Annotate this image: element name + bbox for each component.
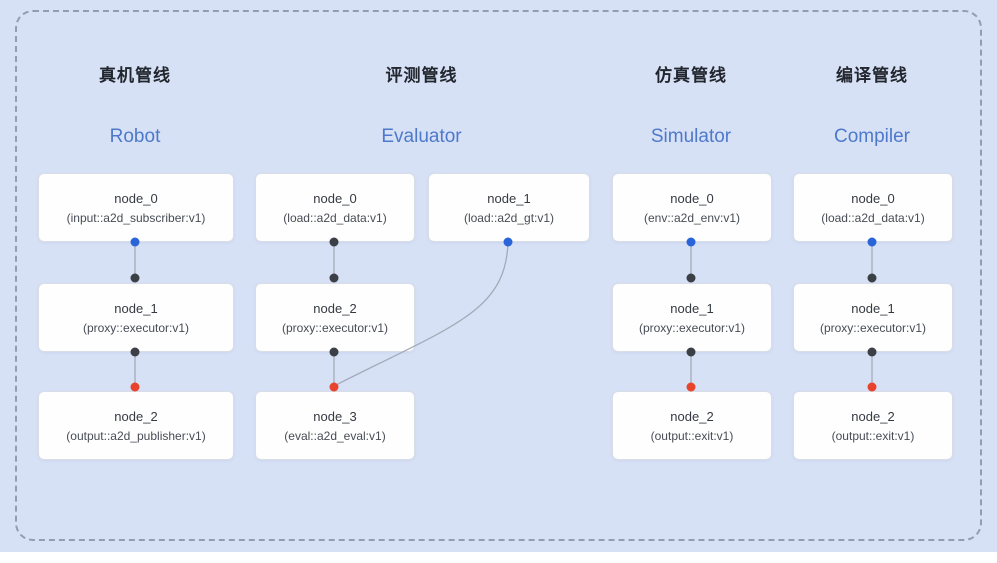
- node-card[interactable]: node_3 (eval::a2d_eval:v1): [255, 391, 415, 460]
- node-name: node_2: [313, 300, 357, 316]
- node-card[interactable]: node_1 (load::a2d_gt:v1): [428, 173, 590, 242]
- node-name: node_0: [851, 190, 895, 206]
- node-name: node_2: [670, 408, 714, 424]
- node-card[interactable]: node_2 (proxy::executor:v1): [255, 283, 415, 352]
- node-name: node_1: [487, 190, 531, 206]
- node-card[interactable]: node_1 (proxy::executor:v1): [38, 283, 234, 352]
- node-type: (load::a2d_gt:v1): [463, 210, 555, 225]
- node-name: node_3: [313, 408, 357, 424]
- node-card[interactable]: node_2 (output::a2d_publisher:v1): [38, 391, 234, 460]
- node-name: node_2: [114, 408, 158, 424]
- node-card[interactable]: node_1 (proxy::executor:v1): [612, 283, 772, 352]
- pipeline-title-en: Compiler: [833, 126, 911, 147]
- node-type: (load::a2d_data:v1): [283, 210, 387, 225]
- node-card[interactable]: node_0 (load::a2d_data:v1): [793, 173, 953, 242]
- node-card[interactable]: node_0 (input::a2d_subscriber:v1): [38, 173, 234, 242]
- pipeline-title-zh: 评测管线: [385, 66, 458, 85]
- node-type: (output::a2d_publisher:v1): [66, 428, 206, 443]
- pipeline-title-en: Simulator: [650, 126, 732, 147]
- pipeline-title-zh: 真机管线: [99, 66, 171, 85]
- pipeline-title-en: Evaluator: [381, 126, 462, 147]
- node-card[interactable]: node_2 (output::exit:v1): [612, 391, 772, 460]
- node-name: node_1: [114, 300, 158, 316]
- node-type: (eval::a2d_eval:v1): [284, 428, 386, 443]
- node-type: (load::a2d_data:v1): [821, 210, 925, 225]
- node-card[interactable]: node_0 (env::a2d_env:v1): [612, 173, 772, 242]
- node-type: (proxy::executor:v1): [82, 320, 190, 335]
- node-name: node_2: [851, 408, 895, 424]
- node-card[interactable]: node_0 (load::a2d_data:v1): [255, 173, 415, 242]
- node-name: node_0: [670, 190, 714, 206]
- node-name: node_1: [670, 300, 714, 316]
- node-type: (env::a2d_env:v1): [643, 210, 741, 225]
- node-name: node_0: [114, 190, 158, 206]
- node-card[interactable]: node_2 (output::exit:v1): [793, 391, 953, 460]
- node-type: (proxy::executor:v1): [638, 320, 746, 335]
- node-name: node_1: [851, 300, 895, 316]
- node-type: (input::a2d_subscriber:v1): [66, 210, 206, 225]
- pipeline-title-en: Robot: [109, 126, 161, 147]
- bottom-strip: [0, 552, 997, 563]
- node-type: (proxy::executor:v1): [281, 320, 389, 335]
- node-type: (output::exit:v1): [650, 428, 734, 443]
- pipeline-title-zh: 仿真管线: [655, 66, 727, 85]
- node-name: node_0: [313, 190, 357, 206]
- node-type: (proxy::executor:v1): [819, 320, 927, 335]
- node-card[interactable]: node_1 (proxy::executor:v1): [793, 283, 953, 352]
- pipeline-title-zh: 编译管线: [836, 66, 908, 85]
- dashed-frame: [15, 10, 982, 541]
- node-type: (output::exit:v1): [831, 428, 915, 443]
